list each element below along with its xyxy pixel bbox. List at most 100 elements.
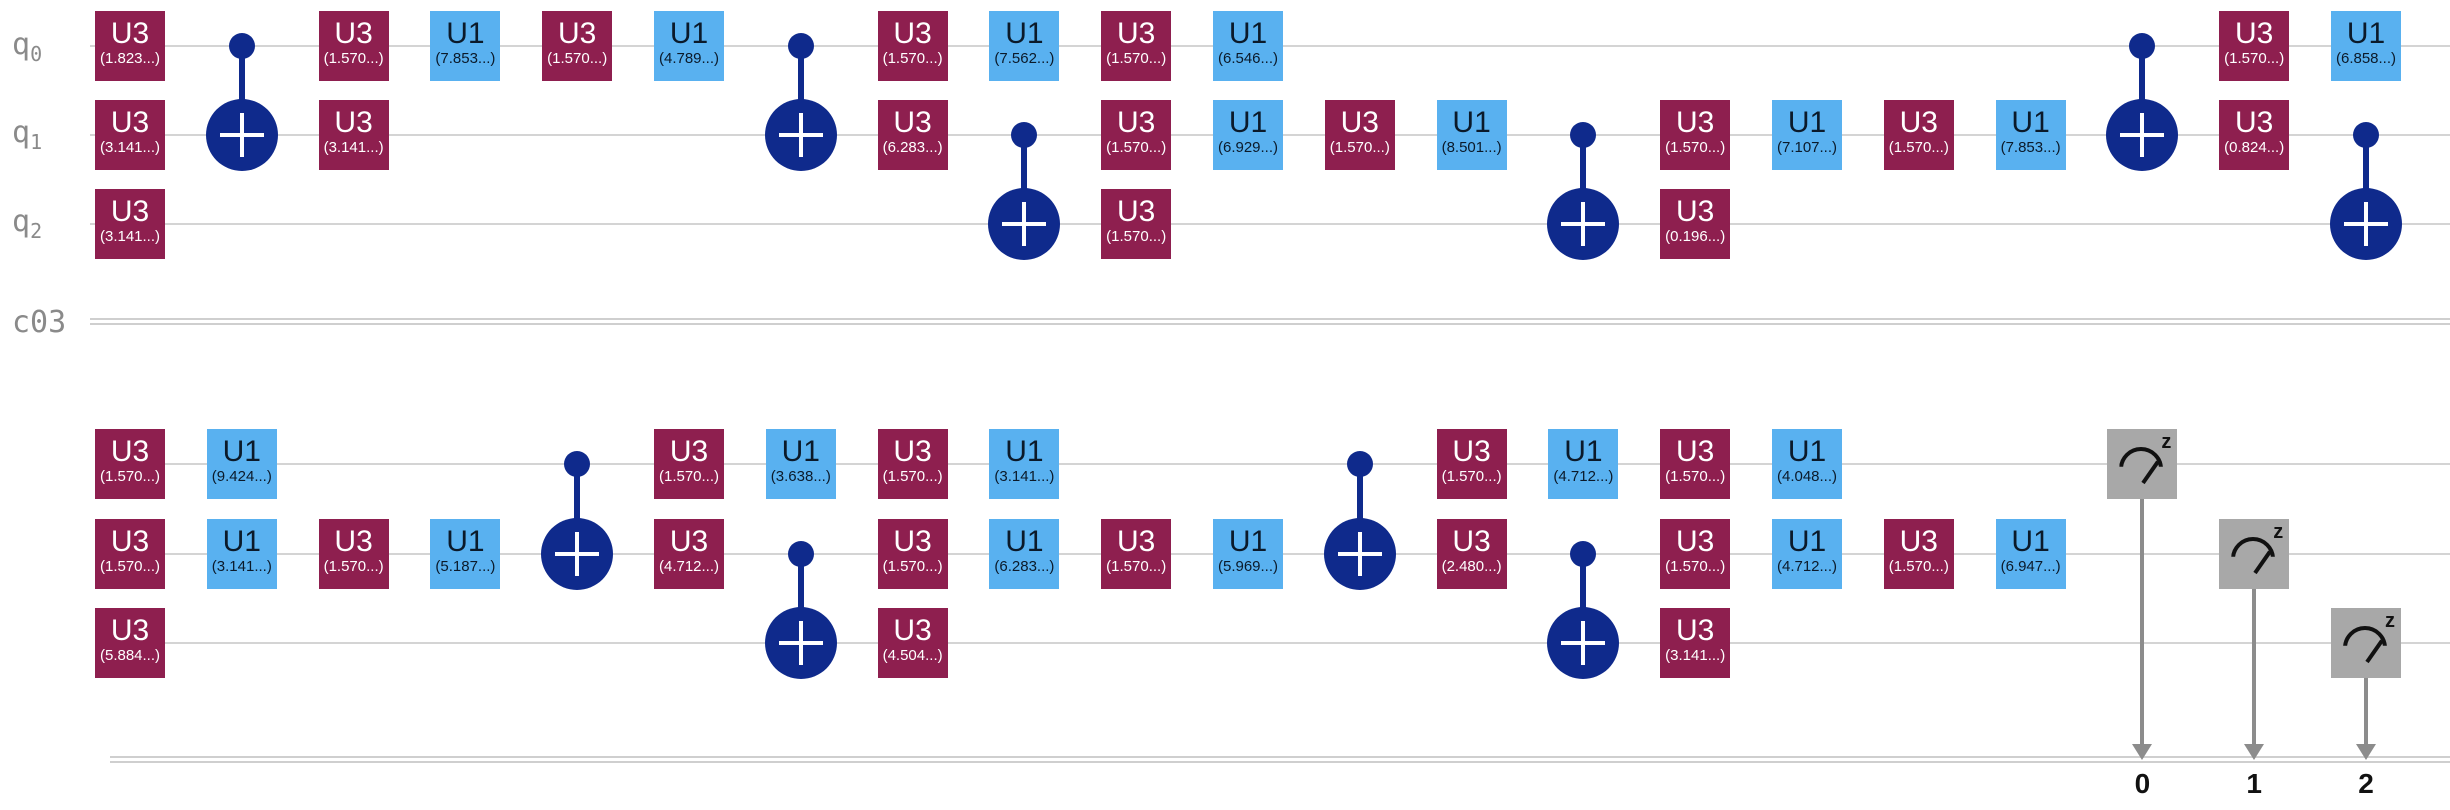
u3-gate[interactable]: U3(5.884...) (95, 608, 165, 678)
gate-name: U1 (2011, 525, 2050, 558)
u1-gate[interactable]: U1(3.638...) (765, 429, 836, 499)
measure-basis-label: z (2161, 431, 2172, 453)
cnot-control-dot[interactable] (228, 33, 255, 59)
u1-gate[interactable]: U1(6.546...) (1213, 11, 1283, 81)
u3-gate[interactable]: U3(1.570...) (877, 429, 948, 499)
measure-gate[interactable]: z (2219, 519, 2290, 589)
u3-gate[interactable]: U3(3.141...) (1660, 608, 1731, 678)
u3-gate[interactable]: U3(6.283...) (877, 100, 948, 170)
cnot-target-icon[interactable] (2106, 99, 2179, 171)
u1-gate[interactable]: U1(6.929...) (1213, 100, 1283, 170)
cnot-target-icon[interactable] (2330, 188, 2402, 260)
u1-gate[interactable]: U1(7.562...) (989, 11, 1060, 81)
measure-gate[interactable]: z (2107, 429, 2178, 499)
cnot-control-dot[interactable] (1346, 451, 1373, 477)
gate-name: U3 (893, 614, 932, 647)
gate-parameter: (1.570...) (658, 468, 720, 485)
gate-parameter: (6.947...) (2000, 558, 2061, 575)
u3-gate[interactable]: U3(3.141...) (95, 189, 165, 259)
cnot-control-dot[interactable] (564, 451, 591, 477)
u3-gate[interactable]: U3(1.570...) (1101, 189, 1172, 259)
measure-gate[interactable]: z (2331, 608, 2401, 678)
measure-line (2364, 678, 2368, 754)
u3-gate[interactable]: U3(3.141...) (318, 100, 389, 170)
u3-gate[interactable]: U3(0.196...) (1660, 189, 1731, 259)
u3-gate[interactable]: U3(1.570...) (1660, 429, 1731, 499)
u1-gate[interactable]: U1(7.107...) (1772, 100, 1842, 170)
cnot-target-icon[interactable] (541, 518, 614, 590)
cnot-control-dot[interactable] (1570, 122, 1597, 148)
gate-name: U1 (1228, 525, 1268, 558)
u3-gate[interactable]: U3(3.141...) (95, 100, 165, 170)
gate-parameter: (4.504...) (882, 647, 943, 664)
cnot-control-dot[interactable] (2129, 33, 2156, 59)
u3-gate[interactable]: U3(1.570...) (1101, 519, 1172, 589)
u3-gate[interactable]: U3(1.823...) (95, 11, 165, 81)
u3-gate[interactable]: U3(0.824...) (2219, 100, 2290, 170)
gate-name: U3 (893, 106, 932, 139)
u3-gate[interactable]: U3(1.570...) (95, 519, 165, 589)
gate-name: U3 (1452, 525, 1491, 558)
u1-gate[interactable]: U1(3.141...) (989, 429, 1060, 499)
u3-gate[interactable]: U3(2.480...) (1436, 519, 1507, 589)
u3-gate[interactable]: U3(1.570...) (542, 11, 613, 81)
gate-name: U3 (110, 614, 150, 647)
gate-name: U1 (1005, 525, 1044, 558)
u3-gate[interactable]: U3(1.570...) (318, 519, 389, 589)
u1-gate[interactable]: U1(8.501...) (1436, 100, 1507, 170)
u3-gate[interactable]: U3(1.570...) (877, 11, 948, 81)
u3-gate[interactable]: U3(1.570...) (95, 429, 165, 499)
gate-parameter: (7.562...) (994, 50, 1055, 67)
gate-name: U3 (110, 17, 150, 50)
cnot-target-icon[interactable] (1547, 607, 1620, 679)
cnot-target-icon[interactable] (764, 99, 837, 171)
gate-name: U3 (1117, 17, 1156, 50)
u1-gate[interactable]: U1(5.969...) (1213, 519, 1283, 589)
cnot-target-icon[interactable] (1323, 518, 1396, 590)
u3-gate[interactable]: U3(1.570...) (1660, 519, 1731, 589)
u1-gate[interactable]: U1(6.283...) (989, 519, 1060, 589)
cnot-control-dot[interactable] (787, 541, 814, 567)
cnot-control-dot[interactable] (1011, 122, 1038, 148)
u1-gate[interactable]: U1(4.789...) (654, 11, 724, 81)
u1-gate[interactable]: U1(4.048...) (1772, 429, 1842, 499)
u3-gate[interactable]: U3(1.570...) (1101, 11, 1172, 81)
u3-gate[interactable]: U3(1.570...) (1660, 100, 1731, 170)
u1-gate[interactable]: U1(3.141...) (206, 519, 277, 589)
gate-parameter: (4.789...) (658, 50, 720, 67)
gate-parameter: (4.712...) (658, 558, 720, 575)
u3-gate[interactable]: U3(4.712...) (654, 519, 724, 589)
u1-gate[interactable]: U1(6.858...) (2331, 11, 2401, 81)
cnot-target-icon[interactable] (764, 607, 837, 679)
cnot-control-dot[interactable] (787, 33, 814, 59)
cnot-target-icon[interactable] (988, 188, 1061, 260)
gate-name: U1 (446, 525, 485, 558)
u1-gate[interactable]: U1(9.424...) (206, 429, 277, 499)
qubit-wire-q2 (110, 642, 2450, 644)
u1-gate[interactable]: U1(7.853...) (430, 11, 501, 81)
u1-gate[interactable]: U1(7.853...) (1995, 100, 2066, 170)
u1-gate[interactable]: U1(6.947...) (1995, 519, 2066, 589)
u1-gate[interactable]: U1(4.712...) (1772, 519, 1842, 589)
u3-gate[interactable]: U3(1.570...) (2219, 11, 2290, 81)
gate-name: U3 (1117, 525, 1156, 558)
gate-name: U3 (110, 195, 150, 228)
u3-gate[interactable]: U3(1.570...) (1883, 519, 1954, 589)
u3-gate[interactable]: U3(1.570...) (1436, 429, 1507, 499)
gate-parameter: (8.501...) (1441, 139, 1502, 156)
u3-gate[interactable]: U3(1.570...) (1883, 100, 1954, 170)
u3-gate[interactable]: U3(1.570...) (877, 519, 948, 589)
measure-line (2140, 499, 2145, 754)
u3-gate[interactable]: U3(1.570...) (318, 11, 389, 81)
gate-parameter: (1.570...) (882, 558, 943, 575)
cnot-target-icon[interactable] (205, 99, 278, 171)
cnot-target-icon[interactable] (1547, 188, 1620, 260)
u3-gate[interactable]: U3(4.504...) (877, 608, 948, 678)
u1-gate[interactable]: U1(5.187...) (430, 519, 501, 589)
u1-gate[interactable]: U1(4.712...) (1548, 429, 1619, 499)
u3-gate[interactable]: U3(1.570...) (1101, 100, 1172, 170)
cnot-control-dot[interactable] (2353, 122, 2379, 148)
cnot-control-dot[interactable] (1570, 541, 1597, 567)
u3-gate[interactable]: U3(1.570...) (654, 429, 724, 499)
u3-gate[interactable]: U3(1.570...) (1324, 100, 1395, 170)
